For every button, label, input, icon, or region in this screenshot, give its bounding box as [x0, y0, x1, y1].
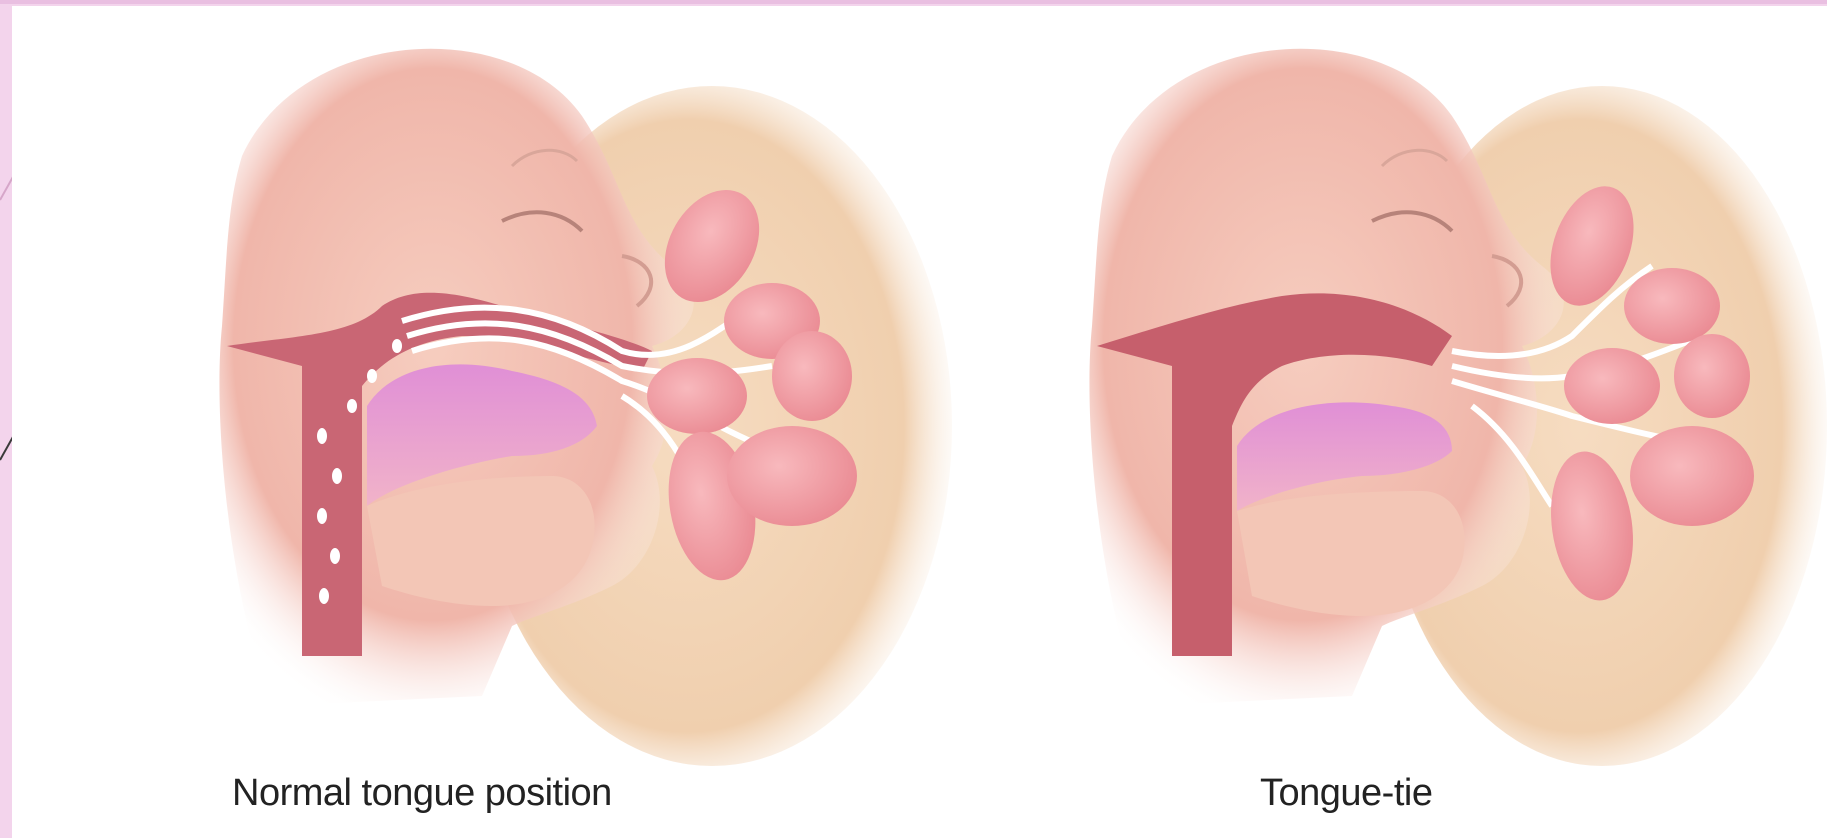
normal-tongue-drawing	[152, 6, 952, 766]
tongue-tie-drawing	[1052, 6, 1827, 766]
illustration-canvas: Normal tongue position Tongue-tie	[12, 6, 1827, 838]
slide-top-rule	[0, 0, 1827, 4]
tongue-tie-illustration	[1052, 6, 1827, 766]
caption-normal-tongue-position: Normal tongue position	[232, 772, 612, 824]
caption-tongue-tie: Tongue-tie	[1260, 772, 1432, 824]
normal-tongue-illustration	[152, 6, 952, 766]
